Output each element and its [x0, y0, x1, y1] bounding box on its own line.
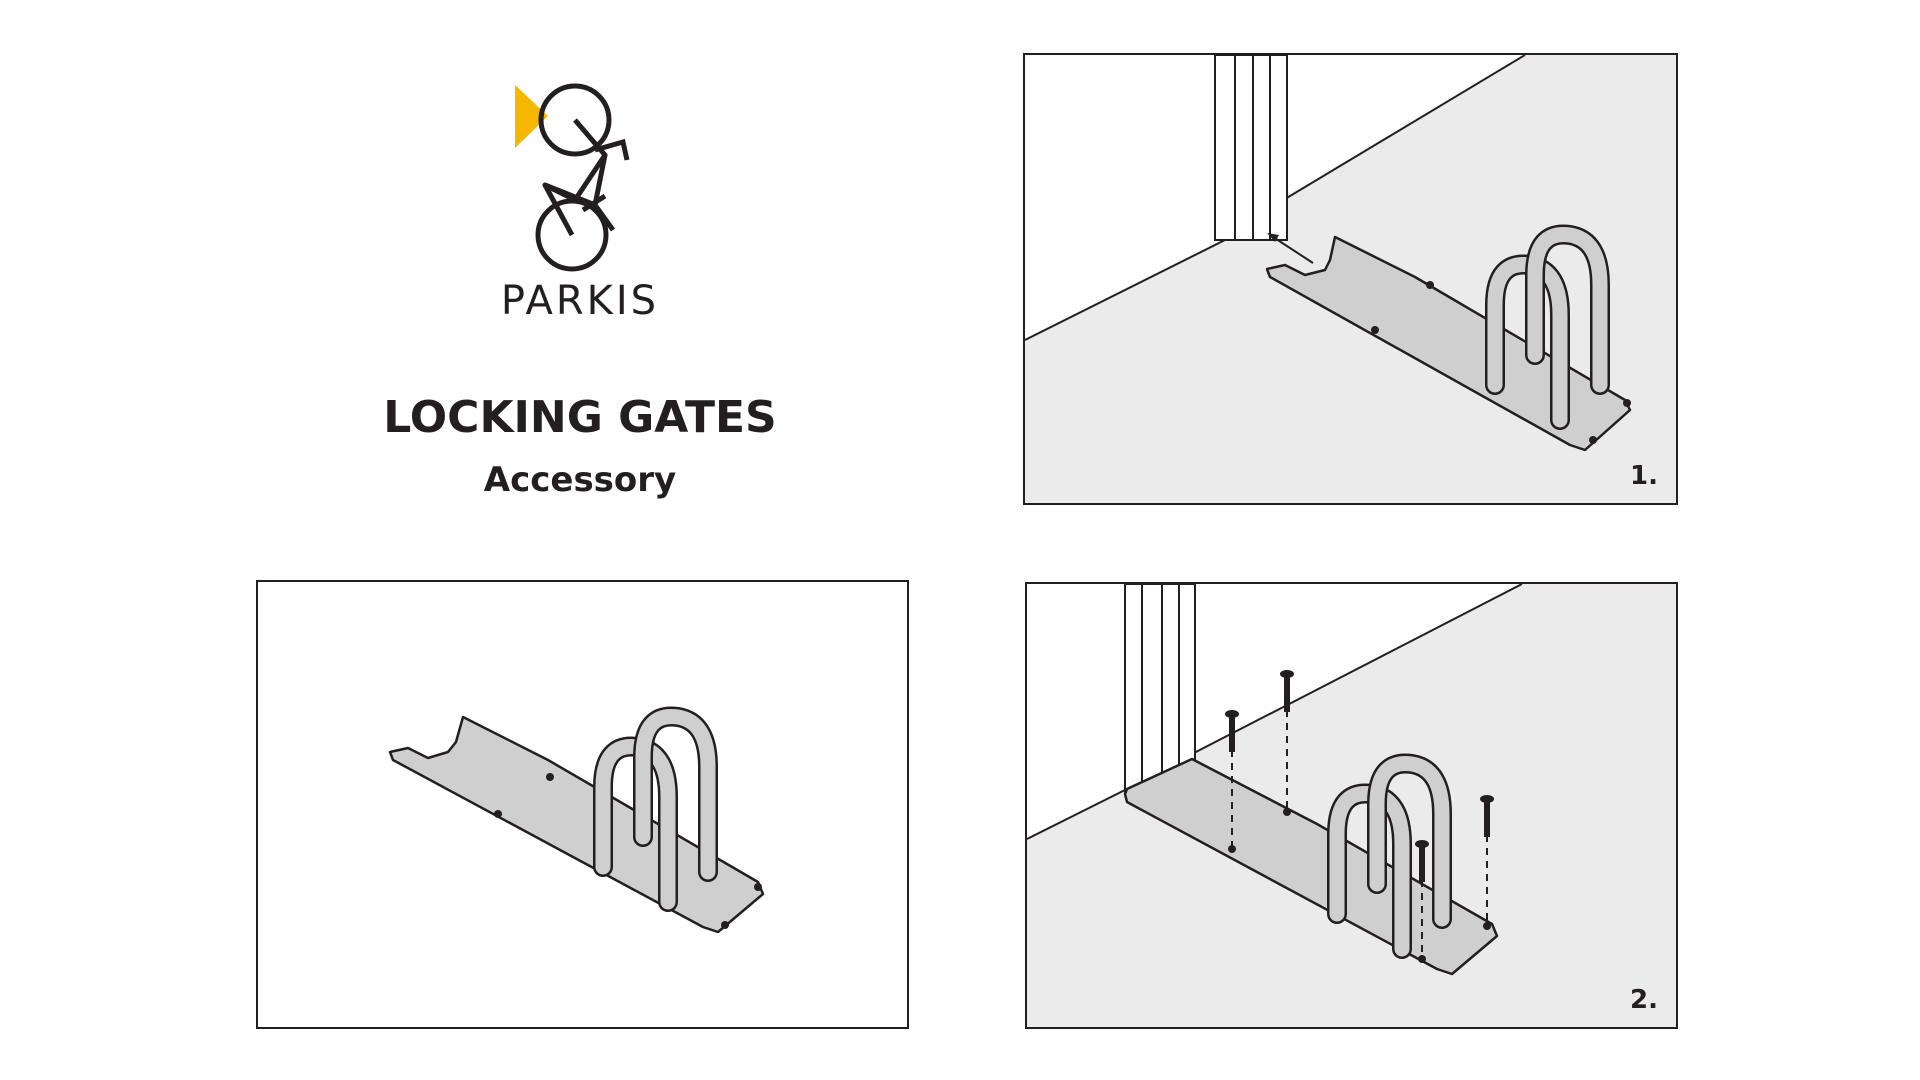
accent-triangle	[515, 85, 548, 148]
step-2-label: 2.	[1630, 985, 1658, 1015]
page-subtitle: Accessory	[483, 460, 677, 500]
brand-logo: PARKIS	[455, 70, 705, 324]
step-1-panel: 1.	[1023, 53, 1678, 505]
step-1-illustration	[1025, 55, 1676, 503]
page-title: LOCKING GATES	[383, 392, 777, 443]
vertical-bicycle-icon	[515, 83, 630, 272]
product-illustration	[258, 582, 907, 1027]
step-1-label: 1.	[1630, 461, 1658, 491]
step-2-illustration	[1027, 584, 1676, 1027]
product-panel	[256, 580, 909, 1029]
step-2-panel: 2.	[1025, 582, 1678, 1029]
brand-name: PARKIS	[500, 278, 660, 324]
